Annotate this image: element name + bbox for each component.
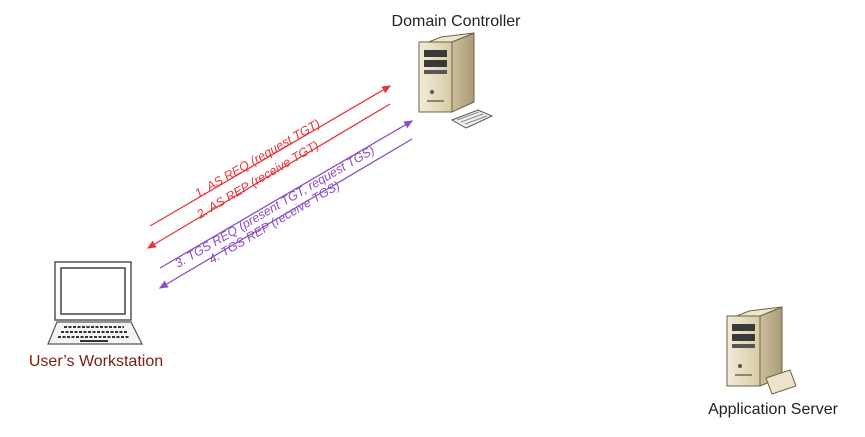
domain-controller-node: Domain Controller: [392, 13, 522, 129]
keyboard-icon: [450, 109, 494, 129]
server-icon: [726, 306, 783, 387]
application-server-node: Application Server: [708, 306, 839, 418]
as-rep-arrow: [146, 103, 391, 249]
server-icon: [418, 32, 475, 113]
workstation-label: User’s Workstation: [29, 353, 163, 370]
as-req-arrow: [149, 85, 392, 227]
tgs-rep-arrow: [158, 138, 413, 289]
ticket-icon: [765, 369, 797, 395]
laptop-icon: [47, 261, 143, 345]
tgs-req-arrow: [159, 120, 414, 269]
domain-controller-label: Domain Controller: [392, 13, 522, 30]
workstation-node: User’s Workstation: [29, 261, 163, 370]
laptop-keyboard: [58, 326, 130, 342]
application-server-label: Application Server: [708, 401, 839, 418]
message-arrows: 1. AS REQ (request TGT) 2. AS REP (recei…: [146, 85, 414, 289]
